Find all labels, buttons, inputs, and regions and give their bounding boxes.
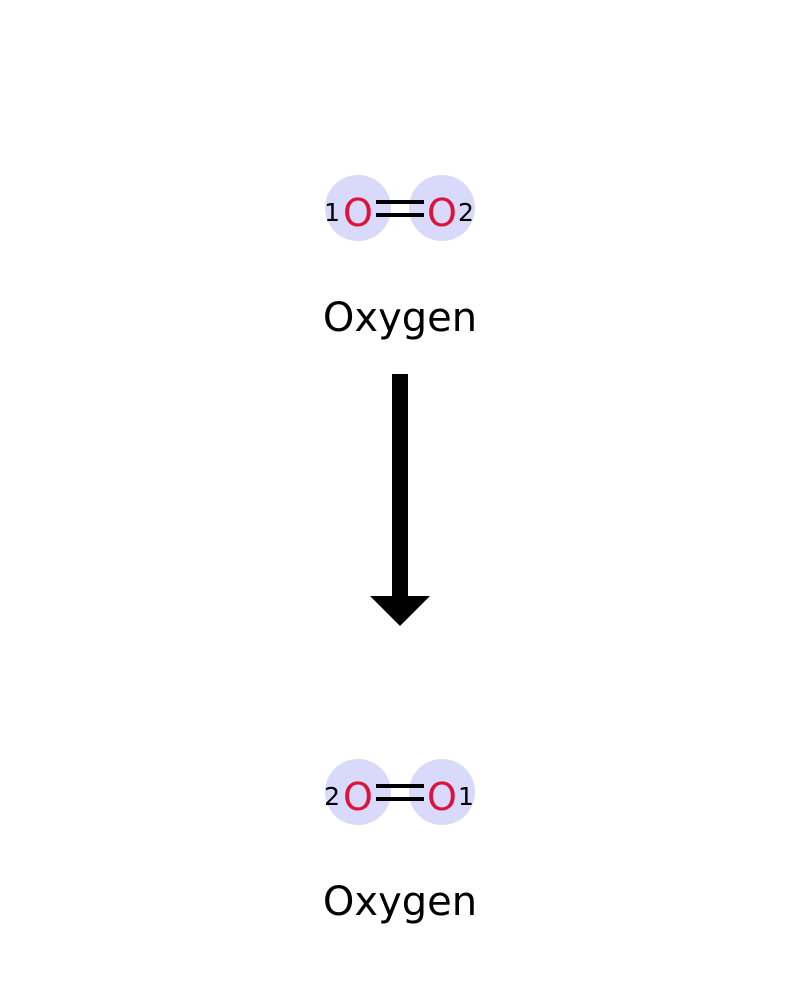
atom-index-label: 2 xyxy=(458,198,474,227)
reaction-arrow xyxy=(370,374,430,626)
product-molecule: O O 2 1 xyxy=(324,759,475,825)
atom-symbol: O xyxy=(343,775,373,819)
arrow-shaft xyxy=(392,374,408,598)
atom-highlight xyxy=(325,175,391,241)
reactant-molecule: O O 1 2 xyxy=(324,175,475,241)
atom-index-label: 1 xyxy=(458,782,474,811)
atom-highlight xyxy=(409,759,475,825)
atom-symbol: O xyxy=(427,775,457,819)
arrow-head xyxy=(370,596,430,626)
product-name: Oxygen xyxy=(323,879,477,925)
reactant-name: Oxygen xyxy=(323,295,477,341)
atom-highlight xyxy=(325,759,391,825)
atom-symbol: O xyxy=(427,191,457,235)
atom-index-label: 2 xyxy=(324,782,340,811)
atom-highlight xyxy=(409,175,475,241)
atom-index-label: 1 xyxy=(324,198,340,227)
atom-symbol: O xyxy=(343,191,373,235)
